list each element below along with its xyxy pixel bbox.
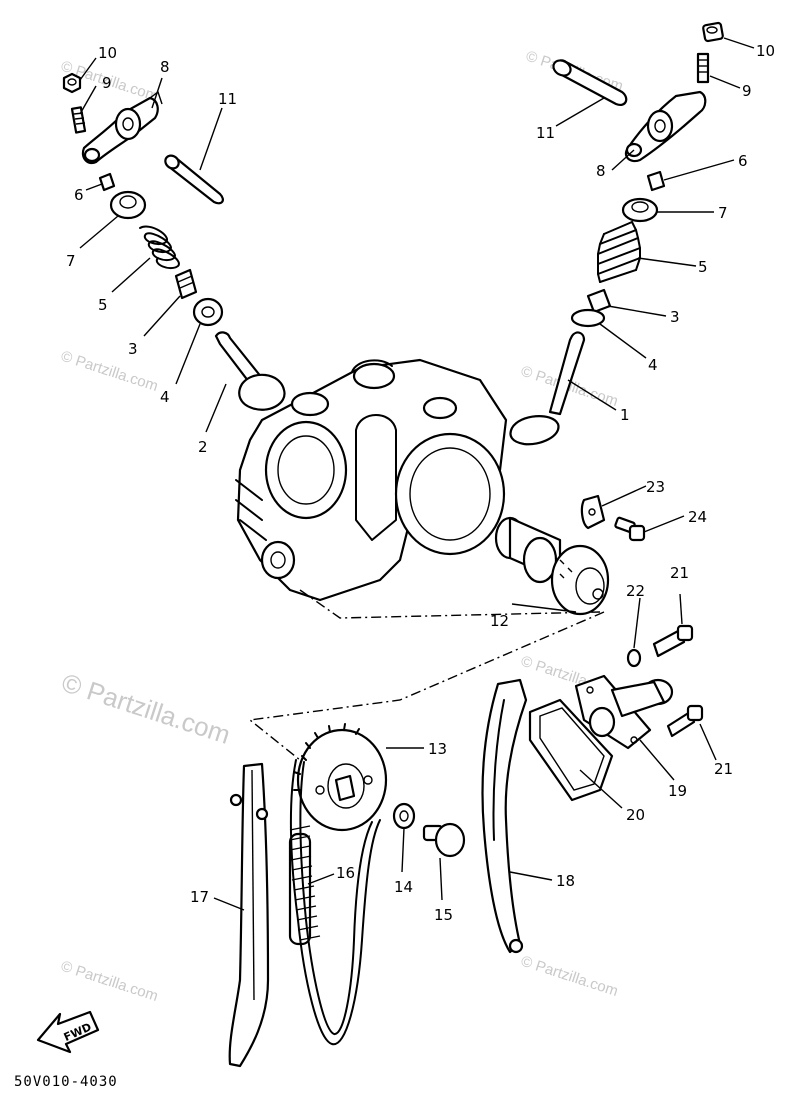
part-10-nut-right [702, 21, 724, 43]
watermark-main: © Partzilla.com [58, 667, 234, 750]
callout-1: 1 [620, 406, 630, 424]
part-22-washer [626, 648, 642, 668]
watermark: © Partzilla.com [59, 958, 160, 1005]
callout-9-right: 9 [742, 82, 752, 100]
watermark: © Partzilla.com [59, 348, 160, 395]
callout-20: 20 [626, 806, 645, 824]
part-20-gasket [528, 698, 614, 802]
callout-6-left: 6 [74, 186, 84, 204]
part-6-valve-cotter-left [98, 172, 116, 192]
callout-11-left: 11 [218, 90, 237, 108]
part-3-valve-seal-left [174, 268, 198, 300]
leader-lines [79, 37, 755, 911]
callout-11-right: 11 [536, 124, 555, 142]
part-23-plate [580, 494, 606, 530]
callout-3-right: 3 [670, 308, 680, 326]
callout-10-right: 10 [756, 42, 775, 60]
callout-14: 14 [394, 878, 413, 896]
part-12-camshaft [494, 516, 610, 616]
callout-3-left: 3 [128, 340, 138, 358]
callout-21-lower: 21 [714, 760, 733, 778]
part-11-rocker-shaft-right [552, 59, 628, 106]
part-24-bolt [614, 516, 646, 542]
part-9-adjuster-left [70, 106, 87, 134]
part-11-rocker-shaft-left [164, 154, 224, 205]
callout-7-left: 7 [66, 252, 76, 270]
part-5-valve-spring-right [597, 221, 641, 283]
callout-22: 22 [626, 582, 645, 600]
fwd-arrow-icon: FWD [36, 1010, 100, 1054]
watermark: © Partzilla.com [519, 953, 620, 1000]
callout-numbers: 10 9 8 11 6 7 5 3 4 2 10 9 8 11 6 7 5 3 … [66, 42, 775, 924]
callout-8-left: 8 [160, 58, 170, 76]
callout-5-right: 5 [698, 258, 708, 276]
part-18-tensioner-guide [481, 678, 528, 954]
part-4-spring-seat-left [192, 297, 224, 327]
callout-18: 18 [556, 872, 575, 890]
part-7-retainer-left [109, 190, 147, 220]
callout-13: 13 [428, 740, 447, 758]
part-13-cam-sprocket [293, 723, 388, 832]
part-8-rocker-arm-right [624, 90, 707, 163]
part-5-valve-spring-left [139, 225, 180, 270]
part-1-valve-right [509, 331, 586, 446]
part-7-retainer-right [621, 197, 659, 223]
callout-12: 12 [490, 612, 509, 630]
callout-19: 19 [668, 782, 687, 800]
reference-line [248, 611, 605, 791]
part-15-bolt [422, 822, 466, 858]
part-9-adjuster-right [696, 52, 710, 84]
part-21-bolt-upper [652, 624, 694, 658]
callout-4-left: 4 [160, 388, 170, 406]
callout-10-left: 10 [98, 44, 117, 62]
part-4-spring-seat-right [570, 308, 606, 328]
part-8-rocker-arm-left [81, 90, 163, 165]
callout-8-right: 8 [596, 162, 606, 180]
part-17-chain-guide [228, 762, 270, 1068]
part-2-valve-left [214, 331, 286, 411]
callout-7-right: 7 [718, 204, 728, 222]
callout-16: 16 [336, 864, 355, 882]
part-6-valve-cotter-right [646, 170, 666, 192]
callout-23: 23 [646, 478, 665, 496]
diagram-code: 50V010-4030 [14, 1074, 118, 1090]
callout-4-right: 4 [648, 356, 658, 374]
part-10-nut-left [62, 72, 82, 94]
part-16-cam-chain [288, 759, 381, 1046]
callout-21-upper: 21 [670, 564, 689, 582]
callout-9-left: 9 [102, 74, 112, 92]
cylinder-head [235, 358, 601, 619]
part-14-washer [392, 802, 416, 830]
callout-5-left: 5 [98, 296, 108, 314]
part-3-valve-seal-right [586, 288, 612, 314]
callout-17: 17 [190, 888, 209, 906]
callout-24: 24 [688, 508, 707, 526]
part-19-chain-tensioner [574, 674, 674, 750]
part-21-bolt-lower [666, 704, 704, 738]
callout-6-right: 6 [738, 152, 748, 170]
callout-15: 15 [434, 906, 453, 924]
callout-2: 2 [198, 438, 208, 456]
